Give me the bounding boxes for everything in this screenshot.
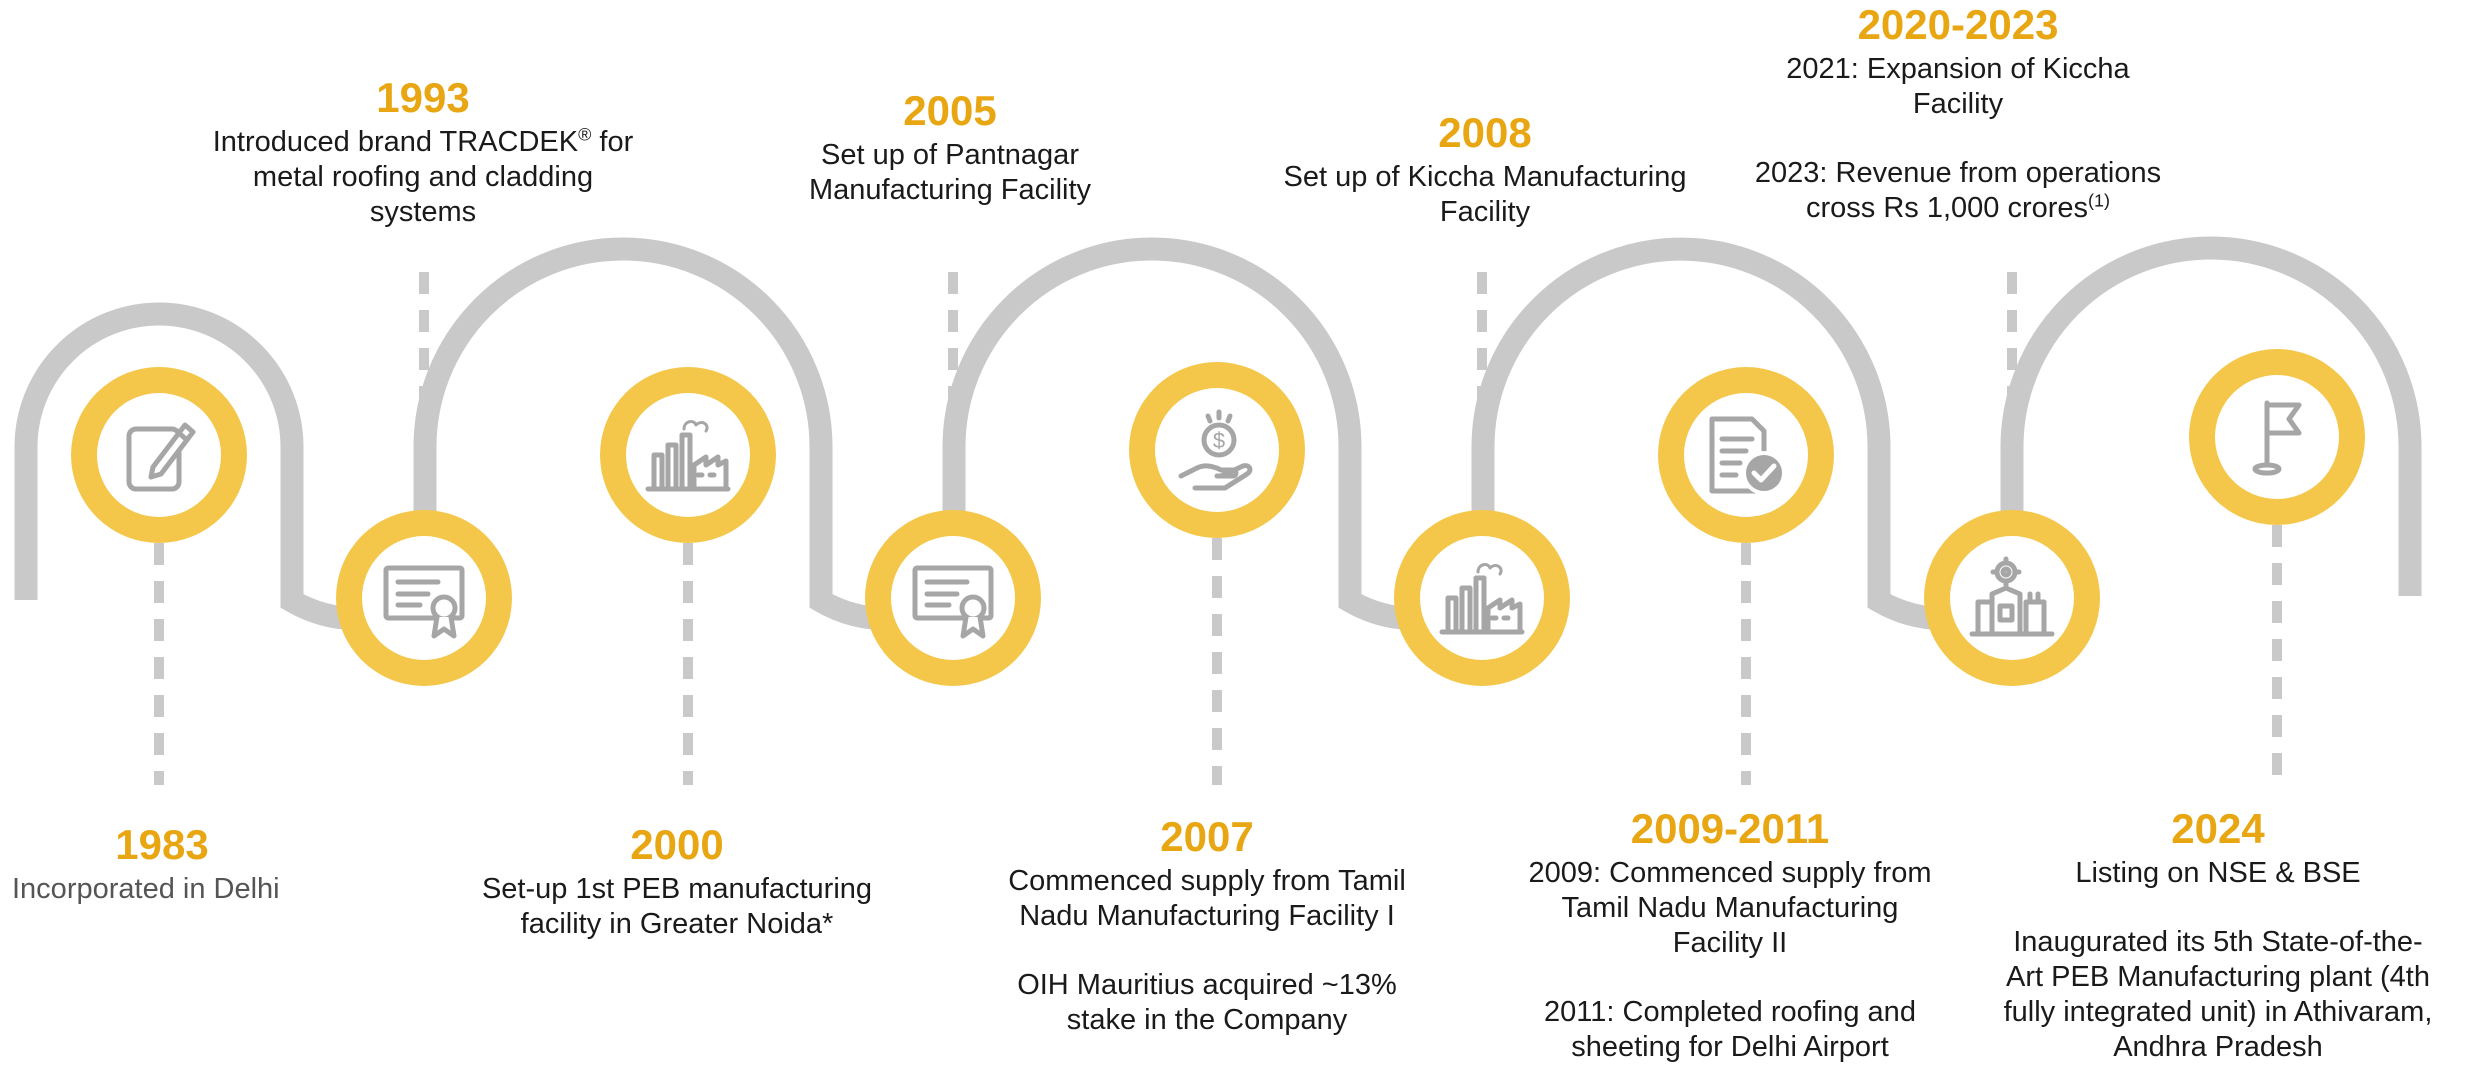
milestone-2009-2011: 2009-2011 2009: Commenced supply from Ta… <box>1529 806 1932 1065</box>
milestone-text: stake in the Company <box>1066 1004 1348 1036</box>
milestone-text: 2009: Commenced supply from <box>1528 857 1932 889</box>
milestone-nodes: $ <box>71 349 2365 686</box>
milestone-2007: 2007 Commenced supply from Tamil Nadu Ma… <box>1008 814 1406 1038</box>
milestone-node-2020-2023 <box>1924 510 2100 686</box>
milestone-text: Tamil Nadu Manufacturing <box>1561 892 1899 924</box>
milestone-2020-2023: 2020-2023 2021: Expansion of Kiccha Faci… <box>1755 2 2161 226</box>
milestone-1983: 1983 Incorporated in Delhi <box>12 822 280 907</box>
milestone-text: Nadu Manufacturing Facility I <box>1019 900 1395 932</box>
milestone-text: Introduced brand TRACDEK® for <box>212 124 634 158</box>
milestone-text: 2011: Completed roofing and <box>1544 996 1916 1028</box>
milestone-text: Andhra Pradesh <box>2113 1031 2323 1063</box>
milestone-node-2005 <box>865 510 1041 686</box>
milestone-2005: 2005 Set up of Pantnagar Manufacturing F… <box>809 88 1091 208</box>
milestone-year: 1993 <box>376 74 470 121</box>
milestone-node-2007: $ <box>1129 362 1305 538</box>
milestone-text: 2021: Expansion of Kiccha <box>1786 53 2130 85</box>
milestone-text: Facility <box>1439 196 1531 228</box>
milestone-2000: 2000 Set-up 1st PEB manufacturing facili… <box>482 822 872 942</box>
connector-dashes <box>154 272 2282 785</box>
milestone-1993: 1993 Introduced brand TRACDEK® for metal… <box>213 75 634 230</box>
milestone-text: Facility II <box>1672 927 1788 959</box>
milestone-text: Listing on NSE & BSE <box>2075 857 2361 889</box>
milestone-text: Set-up 1st PEB manufacturing <box>481 873 873 905</box>
money-hand-icon: $ <box>1178 409 1253 491</box>
milestone-text: OIH Mauritius acquired ~13% <box>1017 969 1397 1001</box>
milestone-text: Inaugurated its 5th State-of-the- <box>2013 926 2423 958</box>
milestone-2024: 2024 Listing on NSE & BSE Inaugurated it… <box>2004 806 2433 1065</box>
milestone-year: 2020-2023 <box>1857 1 2059 48</box>
document-check-icon <box>1709 416 1786 495</box>
milestone-text: Art PEB Manufacturing plant (4th <box>2006 961 2430 993</box>
document-edit-icon <box>126 422 196 492</box>
milestone-node-2008 <box>1394 510 1570 686</box>
milestone-text: Commenced supply from Tamil <box>1008 865 1406 897</box>
milestone-node-2000 <box>600 367 776 543</box>
milestone-node-1993 <box>336 510 512 686</box>
milestone-text: fully integrated unit) in Athivaram, <box>2003 996 2433 1028</box>
milestone-text: systems <box>369 196 477 228</box>
milestone-year: 2005 <box>903 87 997 134</box>
factory-icon <box>645 420 731 492</box>
certificate-icon <box>383 565 465 639</box>
milestone-node-1983 <box>71 367 247 543</box>
milestone-text: sheeting for Delhi Airport <box>1571 1031 1889 1063</box>
milestone-year: 2024 <box>2171 805 2265 852</box>
milestone-text: 2023: Revenue from operations <box>1754 157 2162 189</box>
milestone-year: 2007 <box>1160 813 1254 860</box>
milestone-node-2024 <box>2189 349 2365 525</box>
milestone-year: 1983 <box>115 821 209 868</box>
svg-text:$: $ <box>1213 428 1225 453</box>
milestone-text: Facility <box>1912 88 2004 120</box>
milestone-text: facility in Greater Noida* <box>520 908 834 940</box>
milestone-2008: 2008 Set up of Kiccha Manufacturing Faci… <box>1283 110 1686 230</box>
factory-gear-icon <box>1969 556 2055 637</box>
milestone-node-2009-2011 <box>1658 367 1834 543</box>
milestone-text: Manufacturing Facility <box>808 174 1092 206</box>
milestone-year: 2000 <box>630 821 724 868</box>
certificate-icon <box>912 565 994 639</box>
milestone-text: cross Rs 1,000 crores(1) <box>1805 190 2111 224</box>
milestone-text: Set up of Pantnagar <box>821 139 1079 171</box>
milestone-text: Set up of Kiccha Manufacturing <box>1283 161 1687 193</box>
milestone-text: metal roofing and cladding <box>252 161 594 193</box>
flag-icon <box>2252 400 2302 476</box>
milestone-year: 2008 <box>1438 109 1532 156</box>
factory-icon <box>1439 563 1525 635</box>
milestone-year: 2009-2011 <box>1630 805 1830 852</box>
milestone-text: Incorporated in Delhi <box>12 873 280 905</box>
